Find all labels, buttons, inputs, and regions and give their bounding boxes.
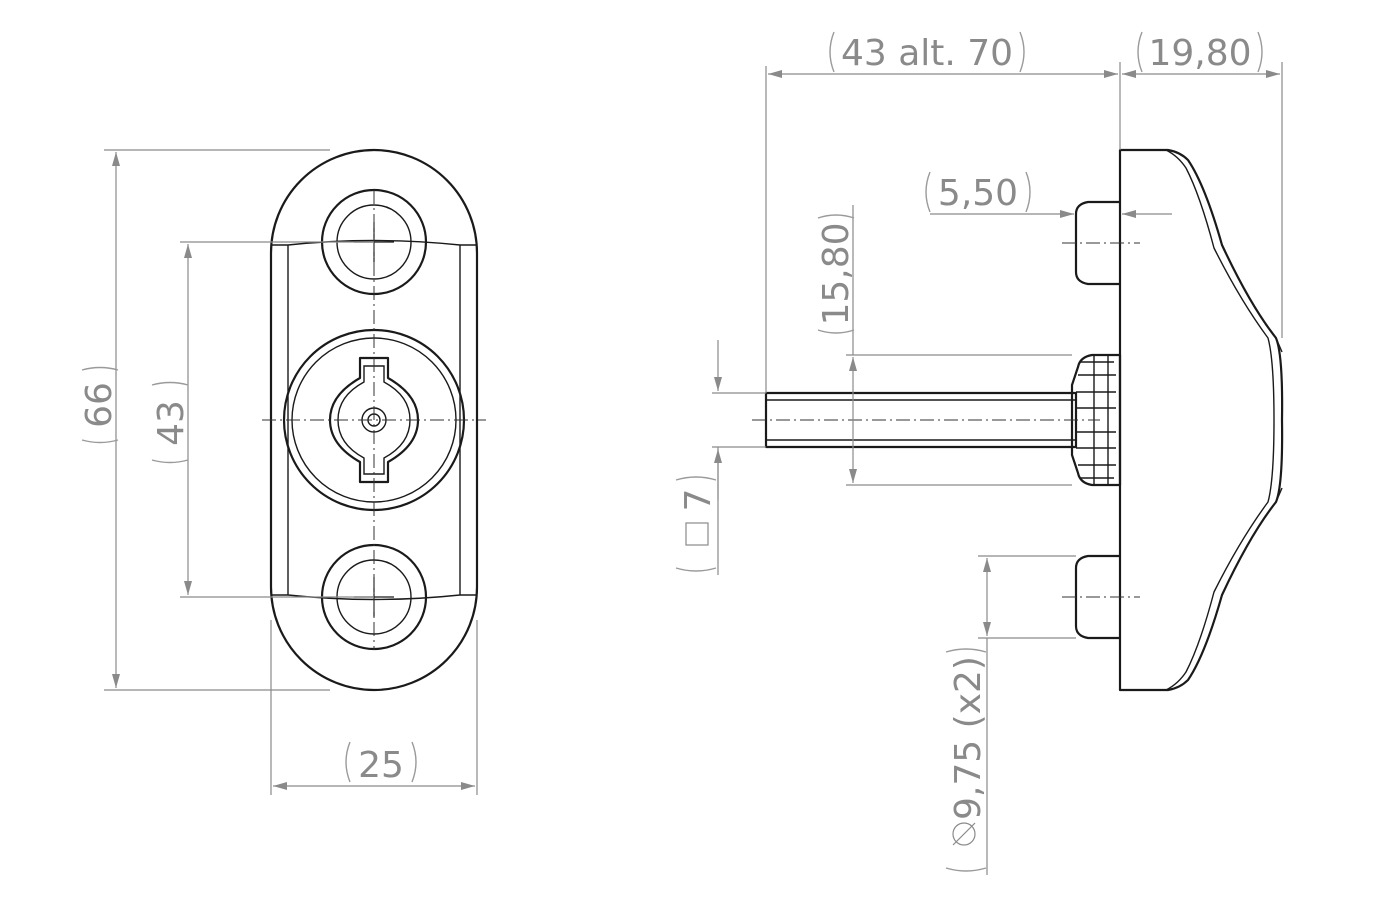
dim-hole-spacing: 43 <box>151 400 192 446</box>
dim-screw-diameter: 9,75 (x2) <box>948 656 989 820</box>
collar <box>1070 353 1122 487</box>
side-dimensions: 43 alt. 70 19,80 5,50 15,80 7 <box>675 31 1283 875</box>
front-dimensions: 66 43 25 <box>79 149 478 795</box>
base-plate <box>1118 148 1284 692</box>
dim-overall-height: 66 <box>79 382 120 428</box>
diameter-symbol-icon <box>952 822 976 846</box>
side-view <box>752 148 1284 692</box>
dim-width: 25 <box>358 745 404 786</box>
dim-base-depth: 19,80 <box>1148 33 1251 74</box>
spindle-socket <box>328 356 420 484</box>
square-symbol-icon <box>685 522 709 546</box>
dim-spindle-square: 7 <box>678 489 719 512</box>
dim-spindle-length: 43 alt. 70 <box>841 33 1013 74</box>
dim-screw-offset: 5,50 <box>938 173 1018 214</box>
dim-collar-diameter: 15,80 <box>816 222 857 325</box>
front-view <box>262 148 486 692</box>
